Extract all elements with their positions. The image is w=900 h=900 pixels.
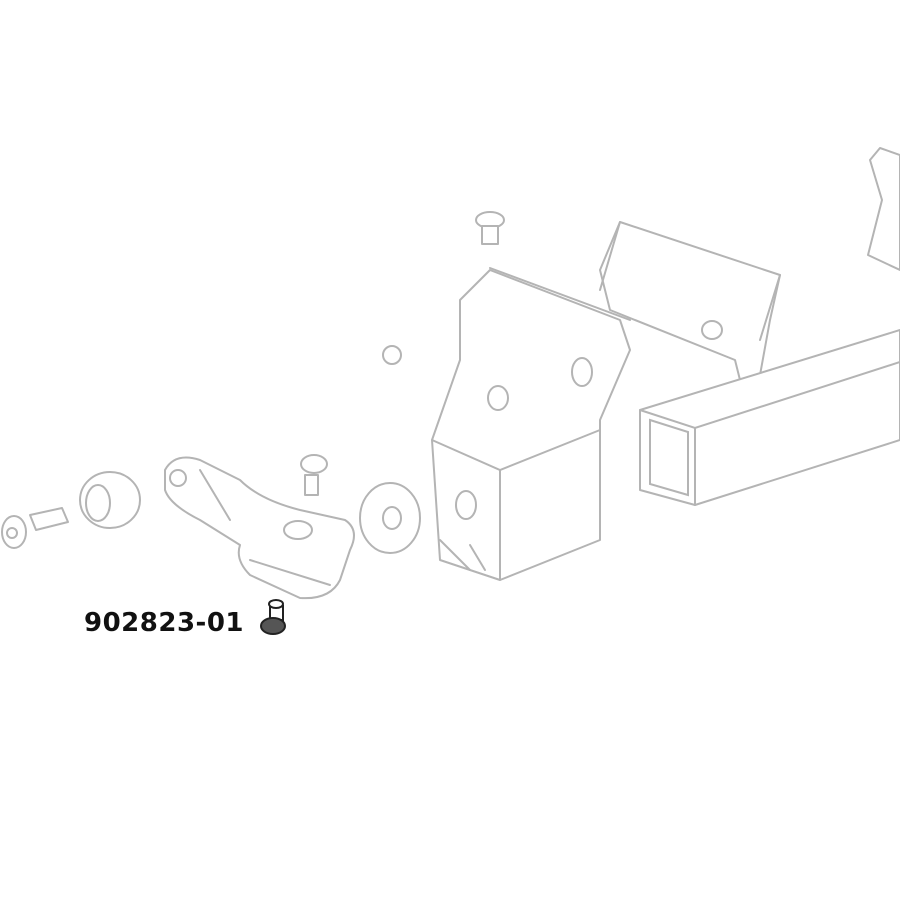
hinge-block (431, 267, 631, 581)
small-screw (300, 454, 328, 496)
shoulder-bolt (1, 507, 69, 549)
clamp-bracket (599, 221, 781, 381)
spacer-bushing (79, 471, 141, 529)
square-tube (639, 329, 900, 506)
circlip (382, 345, 402, 365)
part-number-label: 902823-01 (84, 608, 245, 638)
top-screw (475, 211, 505, 245)
washer (359, 482, 421, 554)
far-clamp (867, 147, 900, 271)
arm-bracket (164, 456, 355, 600)
highlighted-screw-icon (260, 599, 286, 635)
